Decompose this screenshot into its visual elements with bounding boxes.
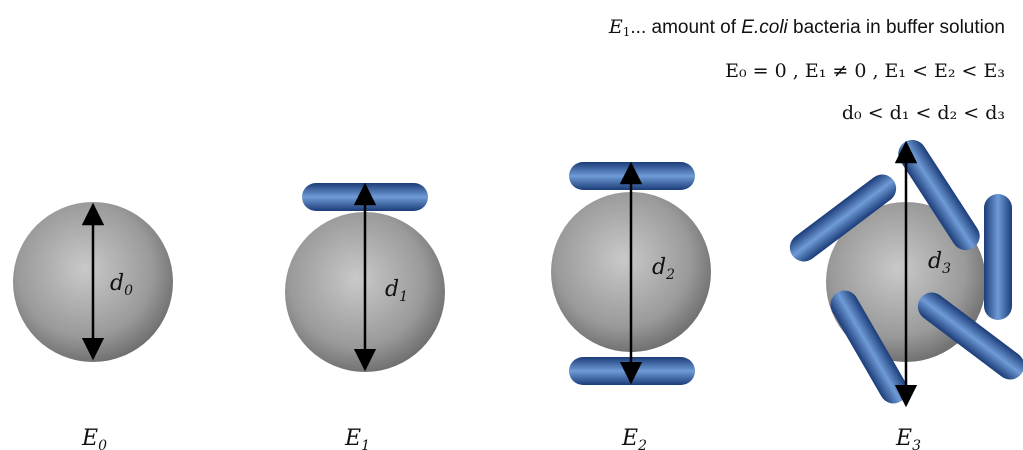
diameter-label-e1: d1	[385, 277, 408, 305]
legend-sep: ...	[630, 17, 647, 38]
legend-condition-d: d₀ < d₁ < d₂ < d₃	[841, 102, 1005, 124]
panel-label-e0: E0	[81, 426, 107, 450]
legend-var-sub: 1	[622, 25, 631, 39]
bacterium-e3-lower-right	[917, 292, 1023, 380]
panel-e2: d2 E2	[551, 161, 711, 450]
panel-label-e2: E2	[621, 426, 647, 450]
legend-condition-e: E₀ = 0 , E₁ ≠ 0 , E₁ < E₂ < E₃	[725, 60, 1005, 82]
panel-e0: d0 E0	[13, 202, 173, 450]
legend-var: E	[608, 16, 623, 38]
bacterium-e3-lower-left	[830, 290, 908, 404]
bacterium-e3-right	[984, 194, 1012, 320]
bacterium-e3-upper-left	[789, 174, 897, 262]
panel-label-e1: E1	[344, 426, 370, 450]
legend-text-after: bacteria in buffer solution	[787, 17, 1005, 38]
diameter-label-e2: d2	[652, 255, 675, 283]
diameter-label-e0: d0	[110, 271, 133, 299]
panel-e3: d3 E3	[789, 139, 1023, 450]
bacterium-e3-top	[898, 139, 980, 251]
legend-definition: E1... amount of E.coli bacteria in buffe…	[609, 16, 1005, 39]
panel-label-e3: E3	[895, 426, 921, 450]
legend-text-before: amount of	[646, 17, 742, 38]
legend-organism: E.coli	[741, 17, 788, 38]
panel-e1: d1 E1	[285, 182, 445, 450]
diameter-label-e3: d3	[928, 249, 951, 277]
